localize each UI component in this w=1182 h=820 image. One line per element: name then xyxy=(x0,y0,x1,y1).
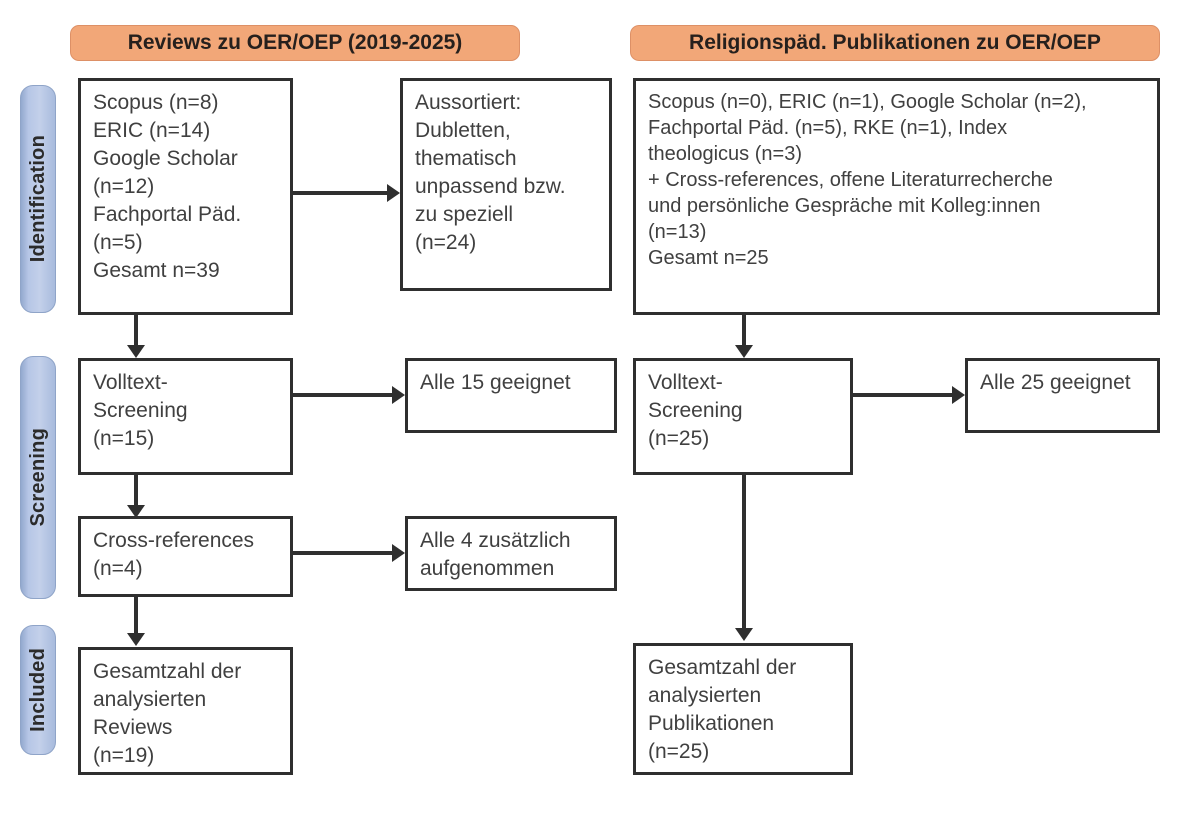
right-included-line-4: (n=25) xyxy=(648,739,710,763)
right-identification-line-7: Gesamt n=25 xyxy=(648,247,769,269)
left-screening-line-1: Volltext- xyxy=(93,371,168,394)
arrow-left-screening-to-crossref-head xyxy=(127,505,145,518)
left-identification-line-4: (n=12) xyxy=(93,174,155,198)
arrow-left-crossref-to-included-head xyxy=(127,633,145,646)
left-screening-line-3: (n=15) xyxy=(93,426,155,450)
right-identification-line-1: Scopus (n=0), ERIC (n=1), Google Scholar… xyxy=(648,91,1087,113)
arrow-left-crossref-to-side-head xyxy=(392,544,405,562)
column-header-left: Reviews zu OER/OEP (2019-2025) xyxy=(70,25,520,61)
right-identification-line-6: (n=13) xyxy=(648,221,707,243)
left-included-line-4: (n=19) xyxy=(93,743,155,767)
arrow-right-ident-to-screening-line xyxy=(742,315,746,349)
left-screening-box: Volltext- Screening (n=15) xyxy=(78,358,293,475)
right-included-line-3: Publikationen xyxy=(648,711,775,735)
arrow-right-screening-to-side-head xyxy=(952,386,965,404)
right-screening-line-1: Volltext- xyxy=(648,371,723,394)
left-excluded-box: Aussortiert: Dubletten, thematisch unpas… xyxy=(400,78,612,291)
stage-pill-screening: Screening xyxy=(20,356,56,599)
left-excluded-line-1: Aussortiert: xyxy=(415,91,522,114)
arrow-right-screening-to-included-head xyxy=(735,628,753,641)
left-crossref-box: Cross-references (n=4) xyxy=(78,516,293,597)
arrow-right-screening-to-included-line xyxy=(742,475,746,632)
left-excluded-line-3: thematisch xyxy=(415,146,517,170)
column-header-right-label: Religionspäd. Publikationen zu OER/OEP xyxy=(689,31,1101,54)
right-included-line-1: Gesamtzahl der xyxy=(648,656,797,679)
right-screening-line-3: (n=25) xyxy=(648,426,710,450)
right-screening-side-box: Alle 25 geeignet xyxy=(965,358,1160,433)
left-crossref-side-line-1: Alle 4 zusätzlich xyxy=(420,529,571,552)
arrow-right-screening-to-side-line xyxy=(853,393,952,397)
left-identification-line-1: Scopus (n=8) xyxy=(93,91,219,114)
arrow-left-ident-to-screening-head xyxy=(127,345,145,358)
right-screening-side-line-1: Alle 25 geeignet xyxy=(980,371,1131,394)
stage-label-screening: Screening xyxy=(26,428,49,527)
left-screening-side-box: Alle 15 geeignet xyxy=(405,358,617,433)
column-header-right: Religionspäd. Publikationen zu OER/OEP xyxy=(630,25,1160,61)
left-crossref-side-line-2: aufgenommen xyxy=(420,556,555,580)
left-included-box: Gesamtzahl der analysierten Reviews (n=1… xyxy=(78,647,293,775)
left-crossref-line-2: (n=4) xyxy=(93,556,143,580)
left-included-line-3: Reviews xyxy=(93,715,173,739)
right-identification-line-5: und persönliche Gespräche mit Kolleg:inn… xyxy=(648,195,1041,217)
left-identification-box: Scopus (n=8) ERIC (n=14) Google Scholar … xyxy=(78,78,293,315)
left-identification-line-6: (n=5) xyxy=(93,230,143,254)
stage-label-identification: Identification xyxy=(26,135,49,263)
right-identification-line-4: + Cross-references, offene Literaturrech… xyxy=(648,169,1053,191)
right-screening-line-2: Screening xyxy=(648,398,743,422)
left-excluded-line-6: (n=24) xyxy=(415,230,477,254)
arrow-right-ident-to-screening-head xyxy=(735,345,753,358)
left-identification-line-2: ERIC (n=14) xyxy=(93,118,211,142)
arrow-left-screening-to-side-line xyxy=(293,393,392,397)
arrow-left-crossref-to-side-line xyxy=(293,551,392,555)
left-crossref-line-1: Cross-references xyxy=(93,529,255,552)
right-included-box: Gesamtzahl der analysierten Publikatione… xyxy=(633,643,853,775)
left-identification-line-3: Google Scholar xyxy=(93,146,238,170)
left-identification-line-7: Gesamt n=39 xyxy=(93,258,220,282)
right-identification-box: Scopus (n=0), ERIC (n=1), Google Scholar… xyxy=(633,78,1160,315)
left-included-line-2: analysierten xyxy=(93,687,207,711)
stage-label-included: Included xyxy=(26,648,49,732)
left-excluded-line-5: zu speziell xyxy=(415,202,514,226)
arrow-left-ident-to-excluded-head xyxy=(387,184,400,202)
arrow-left-crossref-to-included-line xyxy=(134,597,138,637)
arrow-left-screening-to-side-head xyxy=(392,386,405,404)
right-identification-line-3: theologicus (n=3) xyxy=(648,143,802,165)
arrow-left-ident-to-screening-line xyxy=(134,315,138,349)
right-included-line-2: analysierten xyxy=(648,683,762,707)
right-identification-line-2: Fachportal Päd. (n=5), RKE (n=1), Index xyxy=(648,117,1008,139)
left-excluded-line-2: Dubletten, xyxy=(415,118,511,142)
column-header-left-label: Reviews zu OER/OEP (2019-2025) xyxy=(127,31,463,54)
arrow-left-ident-to-excluded-line xyxy=(293,191,387,195)
stage-pill-identification: Identification xyxy=(20,85,56,313)
left-screening-side-line-1: Alle 15 geeignet xyxy=(420,371,571,394)
left-included-line-1: Gesamtzahl der xyxy=(93,660,242,683)
left-identification-line-5: Fachportal Päd. xyxy=(93,202,242,226)
left-screening-line-2: Screening xyxy=(93,398,188,422)
stage-pill-included: Included xyxy=(20,625,56,755)
left-excluded-line-4: unpassend bzw. xyxy=(415,174,566,198)
arrow-left-screening-to-crossref-line xyxy=(134,475,138,509)
right-screening-box: Volltext- Screening (n=25) xyxy=(633,358,853,475)
left-crossref-side-box: Alle 4 zusätzlich aufgenommen xyxy=(405,516,617,591)
